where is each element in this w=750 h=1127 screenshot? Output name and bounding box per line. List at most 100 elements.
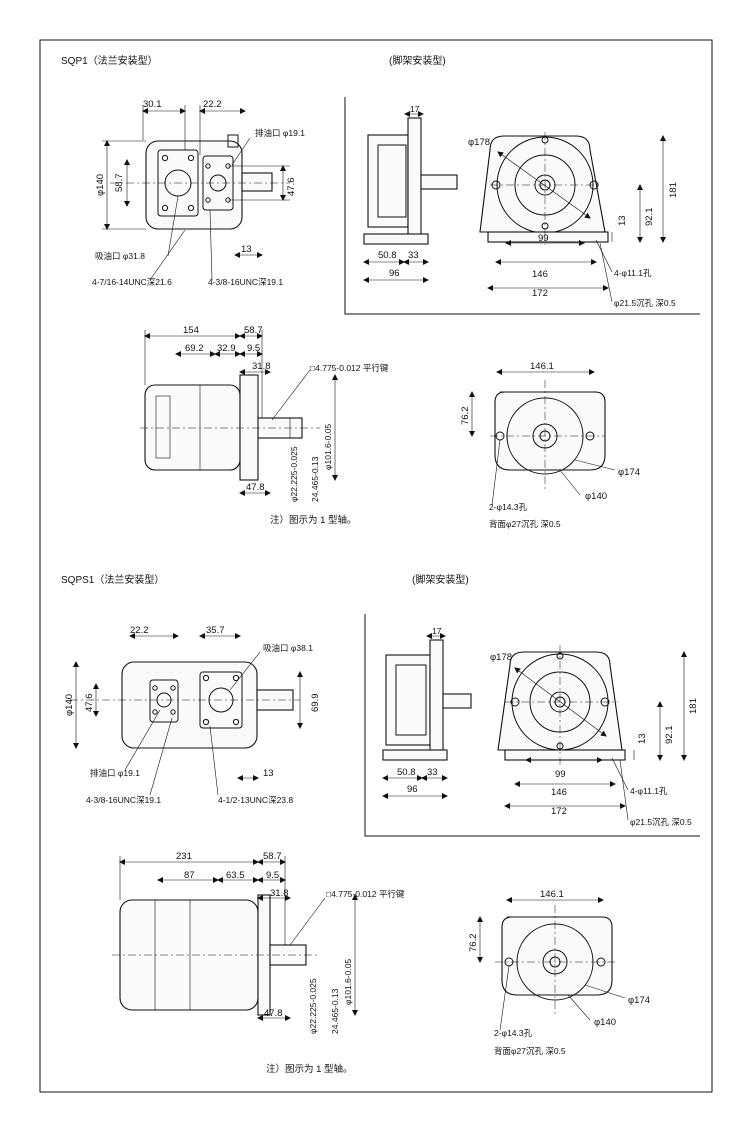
dim-63-5: 63.5 <box>226 870 245 881</box>
counterbore-label: φ21.5沉孔 深0.5 <box>614 298 676 308</box>
dim-phi101-6b: φ101.6-0.05 <box>343 959 353 1005</box>
dim-99: 99 <box>538 233 549 244</box>
hole-label-3: 4-φ11.1孔 <box>630 786 668 796</box>
dim-31-8b: 31.8 <box>270 888 289 899</box>
dim-phi101-6: φ101.6-0.05 <box>323 424 333 470</box>
dim-9-5b: 9.5 <box>266 870 279 881</box>
dim-181b: 181 <box>688 698 699 714</box>
sqp1-foot-title: (脚架安装型) <box>389 54 446 67</box>
dim-13b: 13 <box>617 215 628 226</box>
dim-76-2b: 76.2 <box>468 934 479 953</box>
sqps1-foot-side-view: 17 50.8 33 96 <box>382 626 472 799</box>
sqp1-shaft-side-view: 154 58.7 69.2 32.9 9.5 31.8 □4.775-0.012… <box>140 325 389 502</box>
key-label: □4.775-0.012 平行键 <box>310 363 389 373</box>
sqp1-foot-end-view: φ178 181 92.1 13 99 146 172 4-φ11.1孔 φ21… <box>468 132 679 308</box>
dim-96: 96 <box>389 268 400 279</box>
dim-phi140c: φ140 <box>64 694 75 716</box>
dim-32-9: 32.9 <box>217 343 236 354</box>
sqps1-title: SQPS1（法兰安装型） <box>61 573 164 586</box>
dim-24-465: 24.465-0.13 <box>310 456 320 502</box>
dim-phi174b: φ174 <box>628 995 650 1006</box>
sqps1-shaft-side-view: 231 58.7 87 63.5 9.5 31.8 □4.775-0.012 平… <box>112 851 405 1034</box>
dim-phi178b: φ178 <box>490 652 512 663</box>
hole-label-2: 2-φ14.3孔 <box>489 502 528 512</box>
dim-50-8b: 50.8 <box>397 767 416 778</box>
dim-47-8: 47.8 <box>246 482 265 493</box>
sqps1-flange-end-view: 146.1 76.2 φ174 φ140 2-φ14.3孔 背面φ27沉孔 深0… <box>468 889 650 1056</box>
dim-phi140: φ140 <box>95 174 106 196</box>
dim-172b: 172 <box>551 806 567 817</box>
sqp1-note: 注）图示为 1 型轴。 <box>270 514 357 526</box>
dim-92-1b: 92.1 <box>664 726 675 745</box>
dim-58-7: 58.7 <box>114 174 125 193</box>
outlet-label-2: 排油口 φ19.1 <box>90 768 140 778</box>
foot-frame-2 <box>364 614 700 837</box>
dim-phi140b: φ140 <box>585 491 607 502</box>
sqps1-note: 注）图示为 1 型轴。 <box>266 1063 353 1075</box>
dim-phi178: φ178 <box>468 137 490 148</box>
inlet-label-2: 吸油口 φ38.1 <box>263 643 313 653</box>
dim-47-6: 47.6 <box>286 178 297 197</box>
dim-13d: 13 <box>637 733 648 744</box>
dim-92-1: 92.1 <box>644 208 655 227</box>
dim-17b: 17 <box>432 626 442 636</box>
dim-9-5: 9.5 <box>247 343 260 354</box>
dim-146: 146 <box>532 269 548 280</box>
key-label-2: □4.775-0.012 平行键 <box>326 889 405 899</box>
sqps1-foot-title: (脚架安装型) <box>412 573 469 586</box>
dim-13c: 13 <box>263 768 274 779</box>
sqp1-foot-side-view: 17 50.8 33 96 <box>363 104 458 283</box>
sqp1-title: SQP1（法兰安装型） <box>61 54 158 67</box>
sqps1-foot-end-view: φ178 181 92.1 13 99 146 172 4-φ11.1孔 φ21… <box>490 645 699 827</box>
bolt-label-c: 4-3/8-16UNC深19.1 <box>86 795 161 805</box>
dim-47-6b: 47.6 <box>84 694 95 713</box>
dim-22-2b: 22.2 <box>130 625 149 636</box>
dim-96b: 96 <box>407 784 418 795</box>
dim-33b: 33 <box>427 767 438 778</box>
dim-146-1b: 146.1 <box>540 889 564 900</box>
dim-22-2: 22.2 <box>203 99 222 110</box>
hole-label: 4-φ11.1孔 <box>614 268 652 278</box>
counterbore-label-3: φ21.5沉孔 深0.5 <box>630 817 692 827</box>
dim-58-7c: 58.7 <box>263 851 282 862</box>
hole-label-4: 2-φ14.3孔 <box>494 1028 533 1038</box>
dim-58-7b: 58.7 <box>244 325 263 336</box>
dim-30-1: 30.1 <box>143 99 162 110</box>
dim-17: 17 <box>410 104 420 114</box>
dim-87: 87 <box>184 870 195 881</box>
dim-172: 172 <box>532 288 548 299</box>
dim-181: 181 <box>668 182 679 198</box>
sqps1-front-view: 22.2 35.7 φ140 47.6 69.9 13 吸油口 φ38.1 排油… <box>64 625 321 805</box>
dim-146b: 146 <box>551 787 567 798</box>
sqp1-front-view: 30.1 22.2 φ140 58.7 47.6 13 排油口 φ19.1 吸油… <box>92 99 305 287</box>
dim-69-9: 69.9 <box>310 694 321 713</box>
dim-13: 13 <box>241 244 252 255</box>
bolt-label-d: 4-1/2-13UNC深23.8 <box>218 795 293 805</box>
dim-50-8: 50.8 <box>378 250 397 261</box>
sheet-border <box>39 39 713 1093</box>
sqp1-section: SQP1（法兰安装型） (脚架安装型) 30.1 22.2 φ140 <box>61 54 700 529</box>
shaft <box>241 172 273 192</box>
bolt-label-b: 4-3/8-16UNC深19.1 <box>208 277 283 287</box>
sqps1-section: SQPS1（法兰安装型） (脚架安装型) 22.2 35.7 φ140 47.6… <box>61 573 700 1075</box>
dim-69-2: 69.2 <box>185 343 204 354</box>
inlet-label: 吸油口 φ31.8 <box>95 251 145 261</box>
dim-231: 231 <box>176 851 192 862</box>
dim-33: 33 <box>408 250 419 261</box>
counterbore-label-2: 背面φ27沉孔 深0.5 <box>489 519 561 529</box>
foot-frame <box>344 97 700 315</box>
dim-99b: 99 <box>555 769 566 780</box>
counterbore-label-4: 背面φ27沉孔 深0.5 <box>494 1046 566 1056</box>
dim-154: 154 <box>183 325 199 336</box>
dim-146-1: 146.1 <box>530 361 554 372</box>
dim-phi22-225b: φ22.225-0.025 <box>308 978 318 1034</box>
dim-76-2: 76.2 <box>460 407 471 426</box>
dim-31-8: 31.8 <box>252 361 271 372</box>
outlet-label: 排油口 φ19.1 <box>255 128 305 138</box>
dim-phi140d: φ140 <box>594 1017 616 1028</box>
dim-47-8b: 47.8 <box>264 1008 283 1019</box>
dim-24-465b: 24.465-0.13 <box>330 988 340 1034</box>
dim-35-7: 35.7 <box>206 625 225 636</box>
